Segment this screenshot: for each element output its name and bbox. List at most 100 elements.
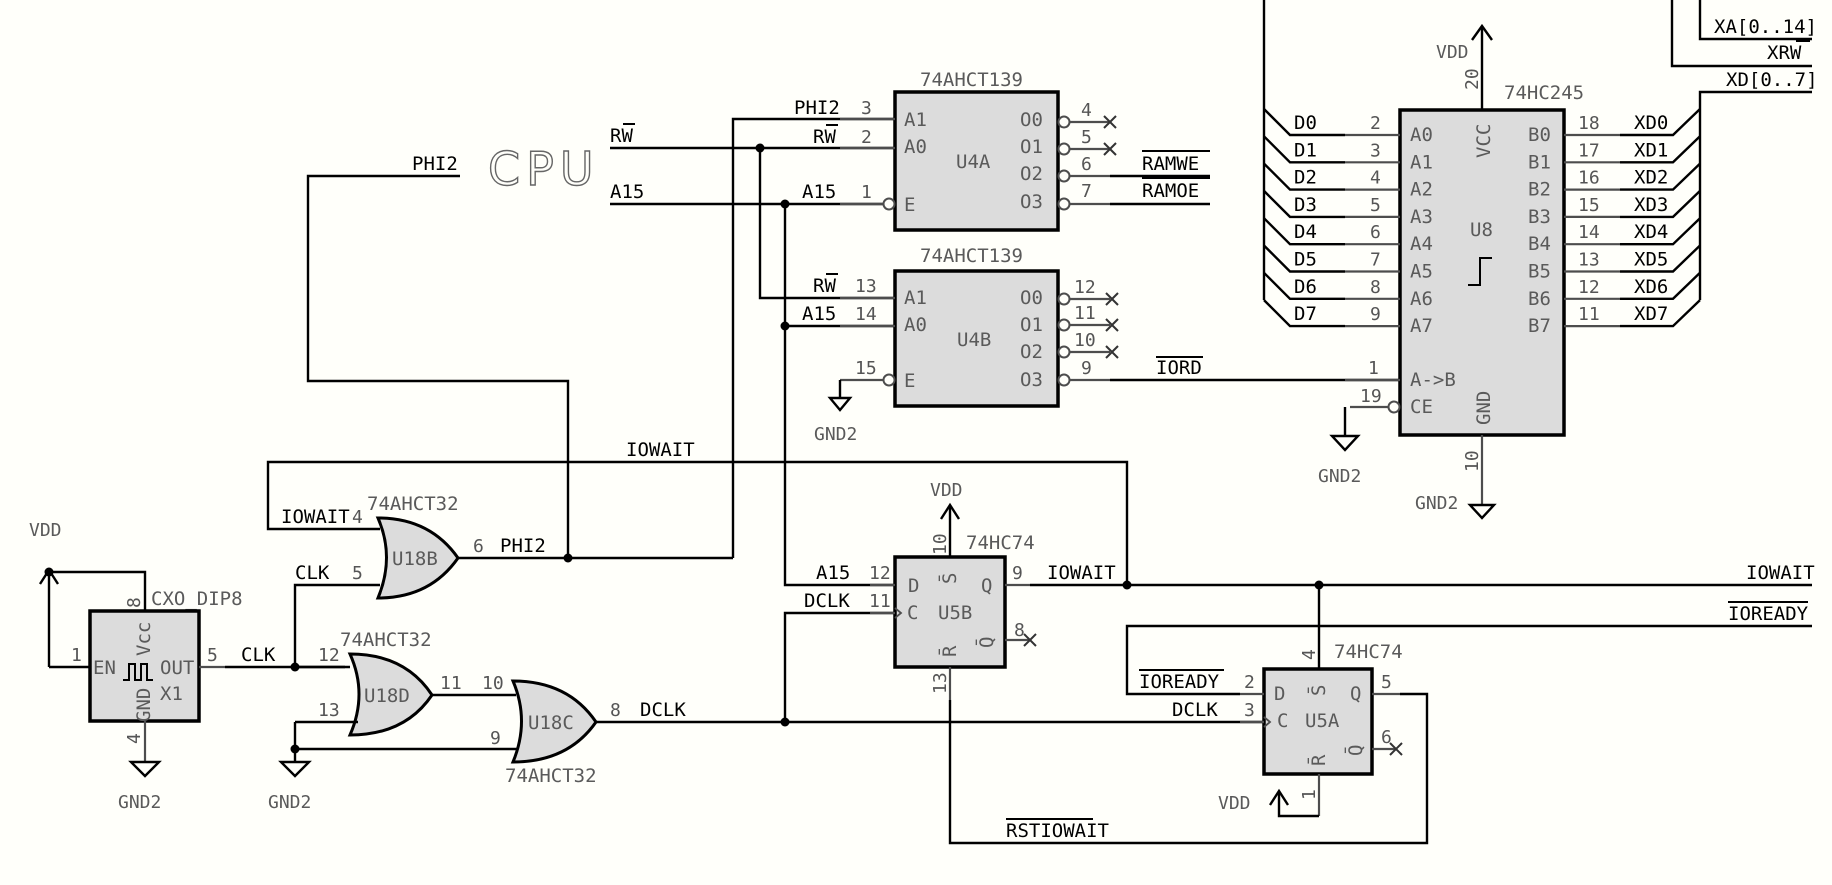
pin-name: A3 <box>1410 206 1433 228</box>
pin-num: 4 <box>1081 100 1092 121</box>
pin-num: 9 <box>1081 358 1092 379</box>
u18b-label-phi2: PHI2 <box>500 535 546 557</box>
pin-name: A5 <box>1410 261 1433 283</box>
pin-num: 2 <box>861 127 872 148</box>
pin-num: 10 <box>482 673 504 694</box>
u4a-decoder: 74AHCT139 U4A PHI2 RW A15 3 2 1 A1 A0 E … <box>794 69 1210 232</box>
pin-num: 4 <box>1370 168 1381 189</box>
no-connect-icon <box>1389 742 1403 756</box>
pin-name: Q <box>1350 683 1361 705</box>
pin-name: A1 <box>904 287 927 309</box>
pin-num: 11 <box>440 673 462 694</box>
u4b-body <box>893 269 1060 408</box>
net-label-xd: XD5 <box>1634 249 1668 271</box>
vdd-label: VDD <box>29 520 62 541</box>
bus-entry <box>1620 244 1701 273</box>
net-label-a15-in: A15 <box>610 181 644 203</box>
pin-name: B3 <box>1528 206 1551 228</box>
u5b-label-a15: A15 <box>816 562 850 584</box>
pin-num: 2 <box>1244 672 1255 693</box>
bus-entry <box>1263 162 1345 191</box>
pin-num: 1 <box>1368 358 1379 379</box>
gnd-label: GND2 <box>814 424 857 445</box>
pin-name: A6 <box>1410 288 1433 310</box>
pin-name: O3 <box>1020 191 1043 213</box>
pin-num: 6 <box>473 536 484 557</box>
net-label-xd: XD7 <box>1634 303 1668 325</box>
net-label-d: D3 <box>1294 194 1317 216</box>
u5b-ref: U5B <box>938 602 972 624</box>
u4a-part: 74AHCT139 <box>920 69 1023 91</box>
pin-num: 6 <box>1081 154 1092 175</box>
net-label-clk: CLK <box>241 644 276 666</box>
pin-num: 10 <box>930 533 951 555</box>
pin-num: 11 <box>1074 303 1096 324</box>
u18b-label-clk: CLK <box>295 562 330 584</box>
net-iowait-feedback: IOWAIT <box>266 439 1129 585</box>
pin-name: E <box>904 370 915 392</box>
net-label-d: D7 <box>1294 303 1317 325</box>
pin-num: 11 <box>869 591 891 612</box>
vdd-arrow-icon <box>1268 788 1290 806</box>
net-label-ramwe: RAMWE <box>1142 153 1199 175</box>
no-connect-icon <box>1103 115 1117 129</box>
vdd-arrow-icon <box>939 502 961 520</box>
net-label-d: D6 <box>1294 276 1317 298</box>
pin-name: Q̄ <box>1343 745 1367 756</box>
ground-icon <box>827 396 853 412</box>
pin-name: O2 <box>1020 341 1043 363</box>
pin-name: VCC <box>1473 124 1495 158</box>
pin-name: A1 <box>904 109 927 131</box>
gnd-label: GND2 <box>268 792 311 813</box>
u18d-ref: U18D <box>364 685 410 707</box>
pin-num: 1 <box>861 182 872 203</box>
u4a-label-a15: A15 <box>802 181 836 203</box>
pin-name: EN <box>93 657 116 679</box>
pin-name: C <box>907 602 918 624</box>
bus-entry <box>1620 299 1701 328</box>
pin-num: 13 <box>855 276 877 297</box>
junction <box>563 553 573 563</box>
pin-name: D <box>908 575 919 597</box>
net-label-xd: XD1 <box>1634 139 1668 161</box>
pin-name: B0 <box>1528 124 1551 146</box>
pin-num: 4 <box>352 507 363 528</box>
pin-name: B5 <box>1528 261 1551 283</box>
net-label-xd: XD2 <box>1634 167 1668 189</box>
pin-num: 5 <box>1081 127 1092 148</box>
no-connect-icon <box>1023 633 1037 647</box>
pin-num: 7 <box>1081 181 1092 202</box>
net-a15: A15 <box>610 181 895 587</box>
u4b-decoder: 74AHCT139 U4B RW A15 13 14 15 GND2 A1 A0… <box>802 245 1400 445</box>
bus-entry <box>1620 190 1701 219</box>
pin-num: 10 <box>1074 330 1096 351</box>
pin-num: 9 <box>1370 304 1381 325</box>
ground-icon <box>1329 434 1361 452</box>
pin-name: C <box>1277 710 1288 732</box>
pin-name: O3 <box>1020 369 1043 391</box>
pin-num: 15 <box>1578 195 1600 216</box>
u18c-ref: U18C <box>528 712 574 734</box>
pin-num: 14 <box>1578 222 1600 243</box>
net-label-d: D4 <box>1294 221 1317 243</box>
pin-name: O0 <box>1020 109 1043 131</box>
u4a-label-rw: RW <box>813 126 836 148</box>
junction <box>1122 580 1132 590</box>
pin-num: 18 <box>1578 113 1600 134</box>
pin-num: 1 <box>1299 789 1320 800</box>
bus-entry <box>1263 244 1345 273</box>
u18c-part: 74AHCT32 <box>505 765 597 787</box>
clock-edge-icon <box>1263 716 1272 728</box>
vdd-label: VDD <box>930 480 963 501</box>
net-label-d: D1 <box>1294 139 1317 161</box>
u5a-part: 74HC74 <box>1334 641 1403 663</box>
u18c-or-gate: 10 9 U18C 74AHCT32 8 DCLK <box>482 611 1264 787</box>
u4b-label-rw: RW <box>813 275 836 297</box>
net-label-rw-in: RW <box>610 125 633 147</box>
pin-name: Q̄ <box>974 637 998 648</box>
pin-name: S̄ <box>1306 685 1330 696</box>
pin-name: S̄ <box>937 573 961 584</box>
u5b-label-iowait: IOWAIT <box>1047 562 1116 584</box>
